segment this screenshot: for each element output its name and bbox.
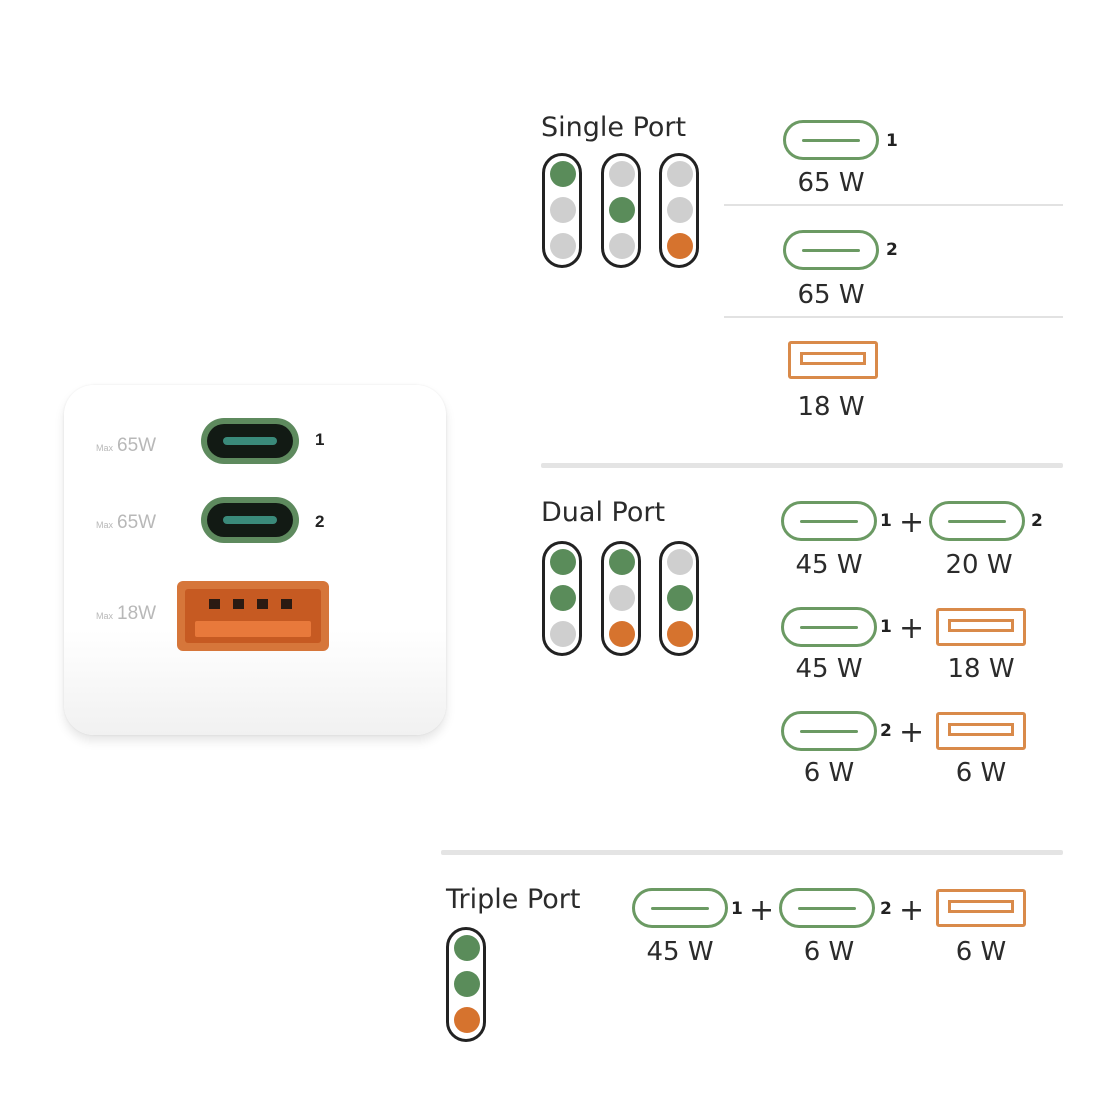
led-indicator-icon (601, 541, 641, 656)
port-number: 2 (886, 240, 898, 260)
triple-port-title: Triple Port (446, 884, 581, 915)
plus-sign: + (899, 611, 925, 646)
wattage-label: 18 W (797, 392, 865, 422)
wattage-label: 20 W (945, 550, 1013, 580)
dual-port-title: Dual Port (541, 497, 666, 528)
port-number: 1 (880, 511, 892, 531)
wattage-label: 6 W (803, 758, 855, 788)
usb-a-port-icon (936, 889, 1026, 927)
led-indicator-icon (601, 153, 641, 268)
usb-c-port-icon (783, 120, 879, 160)
usb-c-port-icon (781, 607, 877, 647)
port-number: 1 (731, 899, 743, 919)
charger-usb-c-port-1 (201, 418, 299, 464)
wattage-label: 45 W (795, 654, 863, 684)
wattage-label: 45 W (795, 550, 863, 580)
charger-port-2-number: 2 (315, 512, 325, 531)
wattage-label: 45 W (646, 937, 714, 967)
charger-usb-a-port (177, 581, 329, 651)
wattage-label: 65 W (797, 280, 865, 310)
wattage-label: 6 W (803, 937, 855, 967)
plus-sign: + (749, 893, 775, 928)
led-indicator-icon (542, 541, 582, 656)
usb-c-port-icon (929, 501, 1025, 541)
plus-sign: + (899, 505, 925, 540)
wattage-label: 18 W (947, 654, 1015, 684)
led-indicator-icon (542, 153, 582, 268)
port-number: 1 (886, 131, 898, 151)
section-divider (541, 463, 1063, 468)
port-number: 2 (880, 721, 892, 741)
charger-usb-c-port-2 (201, 497, 299, 543)
wattage-label: 6 W (955, 758, 1007, 788)
usb-a-port-icon (936, 712, 1026, 750)
port-number: 1 (880, 617, 892, 637)
usb-c-port-icon (783, 230, 879, 270)
usb-c-port-icon (781, 711, 877, 751)
section-divider (441, 850, 1063, 855)
led-indicator-icon (659, 153, 699, 268)
plus-sign: + (899, 893, 925, 928)
wattage-label: 6 W (955, 937, 1007, 967)
wattage-label: 65 W (797, 168, 865, 198)
usb-c-port-icon (779, 888, 875, 928)
charger-port-1-number: 1 (315, 430, 325, 449)
divider (724, 204, 1063, 206)
divider (724, 316, 1063, 318)
usb-c-port-icon (632, 888, 728, 928)
usb-a-port-icon (936, 608, 1026, 646)
usb-a-port-icon (788, 341, 878, 379)
usb-c-port-icon (781, 501, 877, 541)
plus-sign: + (899, 715, 925, 750)
single-port-title: Single Port (541, 112, 687, 143)
port-number: 2 (880, 899, 892, 919)
port-number: 2 (1031, 511, 1043, 531)
led-indicator-icon (659, 541, 699, 656)
led-indicator-icon (446, 927, 486, 1042)
